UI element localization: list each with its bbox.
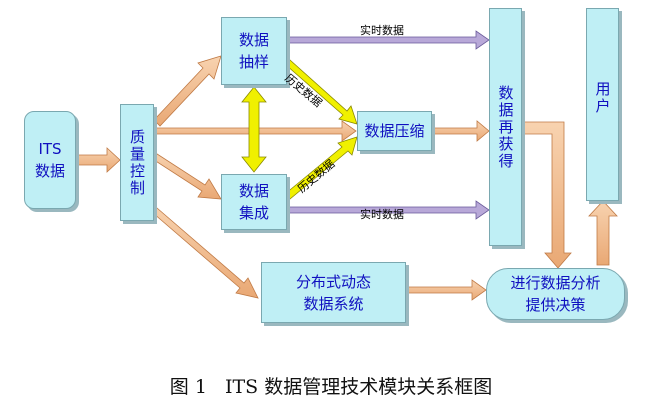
- arrow-quality-to-sampling: [153, 55, 222, 127]
- distributed-label: 分布式动态 数据系统: [295, 272, 371, 313]
- arrow-distributed-to-analysis: [405, 279, 487, 301]
- arrow-its-to-quality: [75, 147, 121, 173]
- user-label: 用户: [593, 81, 612, 115]
- arrow-history-top: [285, 59, 358, 125]
- user-node: 用户: [586, 8, 619, 201]
- analysis-label: 进行数据分析 提供决策: [510, 274, 601, 314]
- realtime-bottom-label: 实时数据: [360, 208, 404, 221]
- sampling-label: 数据 抽样: [238, 31, 269, 71]
- reacquire-label: 数据再获得: [496, 84, 515, 170]
- arrow-realtime-bottom: [286, 200, 490, 220]
- arrow-quality-to-distributed: [145, 201, 259, 299]
- reacquire-node: 数据再获得: [489, 8, 522, 246]
- distributed-node: 分布式动态 数据系统: [261, 262, 406, 323]
- arrow-quality-to-integration: [150, 151, 222, 200]
- figure-caption: 图 1 ITS 数据管理技术模块关系框图: [0, 372, 662, 399]
- compression-node: 数据压缩: [357, 111, 432, 151]
- compression-label: 数据压缩: [364, 122, 425, 140]
- its-data-label: ITS 数据: [34, 140, 65, 180]
- integration-node: 数据 集成: [221, 174, 287, 230]
- analysis-node: 进行数据分析 提供决策: [486, 268, 625, 320]
- its-data-node: ITS 数据: [24, 111, 76, 209]
- realtime-top-label: 实时数据: [360, 24, 404, 37]
- arrow-analysis-to-user: [588, 200, 618, 266]
- arrow-history-bottom: [284, 136, 358, 200]
- quality-control-node: 质量控制: [120, 104, 154, 221]
- arrow-compression-to-reacquire: [431, 120, 490, 142]
- arrow-reacquire-to-analysis: [521, 121, 572, 269]
- quality-control-label: 质量控制: [128, 128, 146, 197]
- figure-title: ITS 数据管理技术模块关系框图: [224, 376, 493, 398]
- figure-number: 图 1: [169, 376, 207, 398]
- sampling-node: 数据 抽样: [221, 17, 287, 85]
- integration-label: 数据 集成: [238, 182, 269, 222]
- arrow-realtime-top: [286, 30, 490, 50]
- arrow-sampling-integration: [241, 86, 267, 173]
